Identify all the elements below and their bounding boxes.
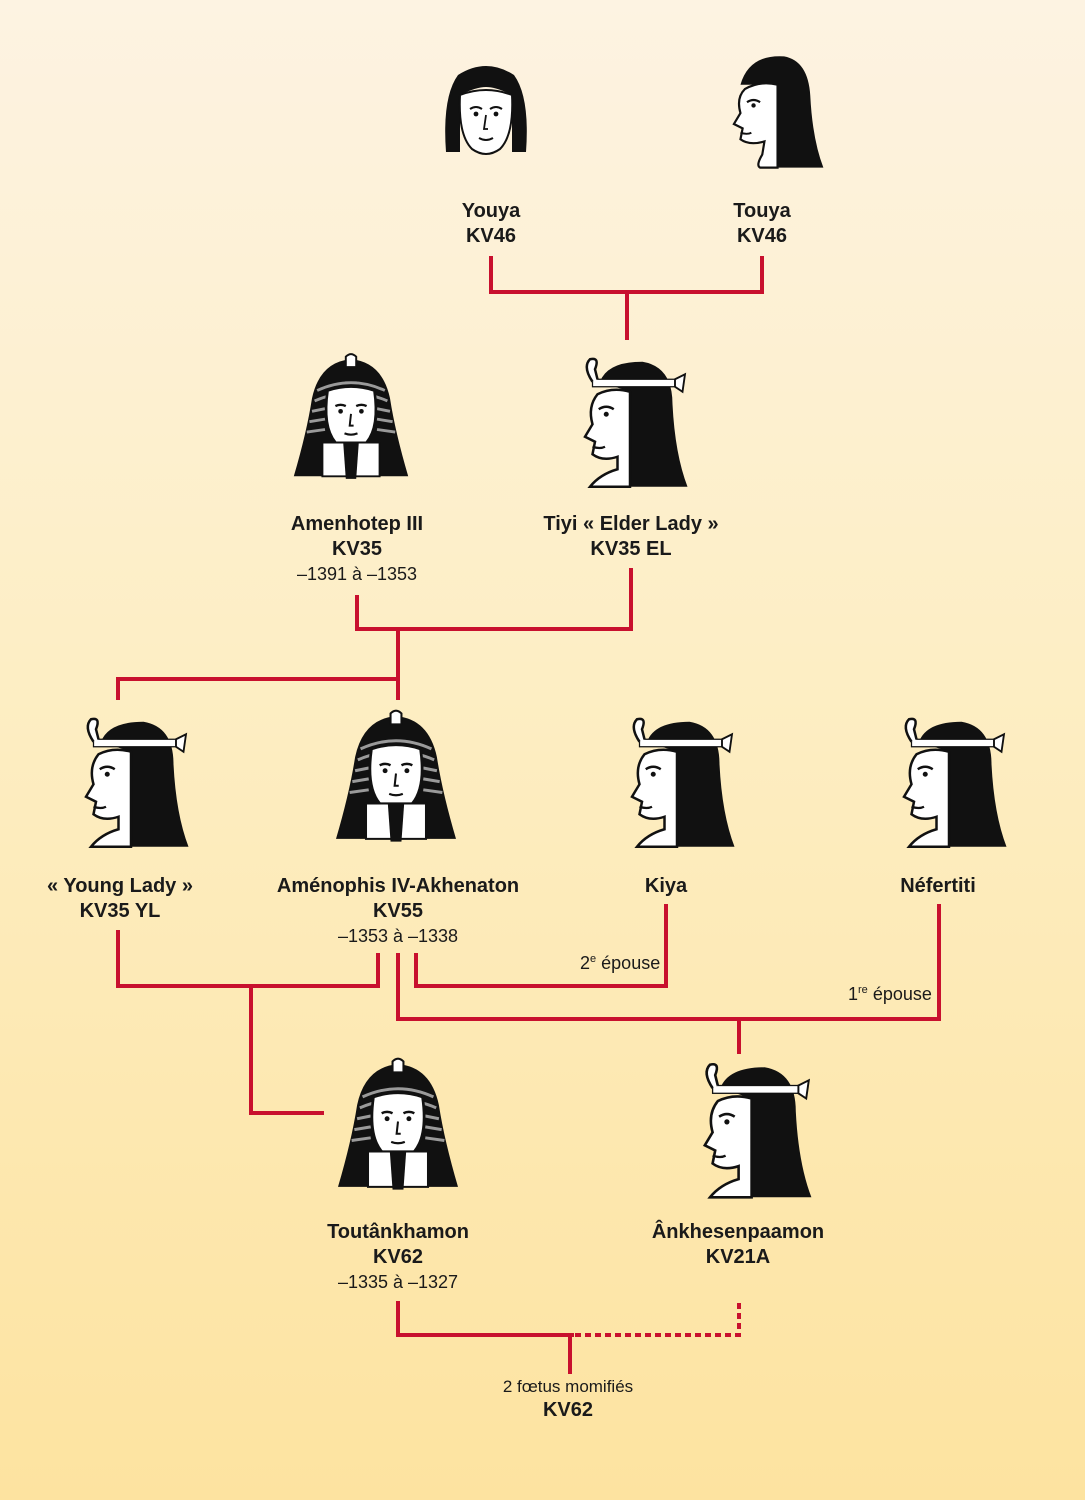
link-children-gen3 xyxy=(116,627,400,700)
fetuses-node: 2 fœtus momifiés KV62 xyxy=(438,1376,698,1422)
pharaoh-nemes-icon xyxy=(286,348,416,498)
person-tiyi: Tiyi « Elder Lady » KV35 EL xyxy=(501,512,761,562)
person-young-lady: « Young Lady » KV35 YL xyxy=(0,874,250,924)
link-youya-touya xyxy=(489,256,764,294)
link-youngady-akhenaton xyxy=(116,930,380,988)
queen-uraeus-icon xyxy=(684,1056,814,1206)
link-amenhotep-tiyi xyxy=(355,568,633,631)
fetuses-tomb: KV62 xyxy=(542,1399,594,1421)
label-text: épouse xyxy=(872,984,932,1004)
person-name: Amenhotep III xyxy=(290,513,424,535)
queen-uraeus-icon xyxy=(884,708,1009,858)
person-name: Néfertiti xyxy=(900,875,976,897)
link-akhenaton-nefertiti xyxy=(396,904,941,1021)
person-dates: –1353 à –1338 xyxy=(337,926,459,946)
person-name: Youya xyxy=(461,200,521,222)
person-name: Toutânkhamon xyxy=(327,1221,469,1243)
link-to-toutankhamon xyxy=(249,984,324,1115)
label-num: 1 xyxy=(848,984,859,1004)
label-sup: re xyxy=(858,984,868,996)
label-first-wife: 1re épouse xyxy=(848,984,932,1005)
person-tomb: KV35 EL xyxy=(590,538,672,560)
person-akhenaton: Aménophis IV-Akhenaton KV55 –1353 à –133… xyxy=(268,874,528,948)
pharaoh-nemes-icon xyxy=(328,1056,468,1206)
woman-wig-icon xyxy=(716,52,826,172)
person-touya: Touya KV46 xyxy=(632,199,892,249)
person-name: Aménophis IV-Akhenaton xyxy=(276,875,520,897)
person-name: Touya xyxy=(733,200,791,222)
person-tomb: KV55 xyxy=(372,900,424,922)
person-name: Ânkhesenpaamon xyxy=(651,1221,825,1243)
person-ankhesenpaamon: Ânkhesenpaamon KV21A xyxy=(608,1220,868,1270)
person-tomb: KV21A xyxy=(705,1246,771,1268)
label-sup: e xyxy=(590,953,597,965)
person-tomb: KV62 xyxy=(372,1246,424,1268)
person-toutankhamon: Toutânkhamon KV62 –1335 à –1327 xyxy=(268,1220,528,1294)
link-akhenaton-kiya xyxy=(414,904,668,988)
queen-uraeus-icon xyxy=(612,708,737,858)
person-youya: Youya KV46 xyxy=(361,199,621,249)
person-name: « Young Lady » xyxy=(47,875,193,897)
person-tomb: KV35 xyxy=(331,538,383,560)
person-nefertiti: Néfertiti xyxy=(808,874,1068,899)
person-kiya: Kiya xyxy=(536,874,796,899)
person-dates: –1335 à –1327 xyxy=(337,1272,459,1292)
man-head-icon xyxy=(436,52,536,172)
fetuses-label: 2 fœtus momifiés xyxy=(502,1377,634,1396)
person-tomb: KV35 YL xyxy=(79,900,161,922)
link-ankhesenpaamon-dotted xyxy=(575,1300,741,1337)
person-name: Kiya xyxy=(644,875,688,897)
label-second-wife: 2e épouse xyxy=(580,953,660,974)
label-text: épouse xyxy=(601,953,661,973)
person-dates: –1391 à –1353 xyxy=(296,564,418,584)
pharaoh-nemes-icon xyxy=(326,708,466,858)
queen-uraeus-icon xyxy=(66,708,191,858)
person-amenhotep-iii: Amenhotep III KV35 –1391 à –1353 xyxy=(227,512,487,586)
link-toutankhamon-fetus xyxy=(396,1301,574,1337)
person-name: Tiyi « Elder Lady » xyxy=(543,513,719,535)
person-tomb: KV46 xyxy=(465,225,517,247)
person-tomb: KV46 xyxy=(736,225,788,247)
queen-uraeus-icon xyxy=(565,348,690,498)
label-num: 2 xyxy=(580,953,591,973)
